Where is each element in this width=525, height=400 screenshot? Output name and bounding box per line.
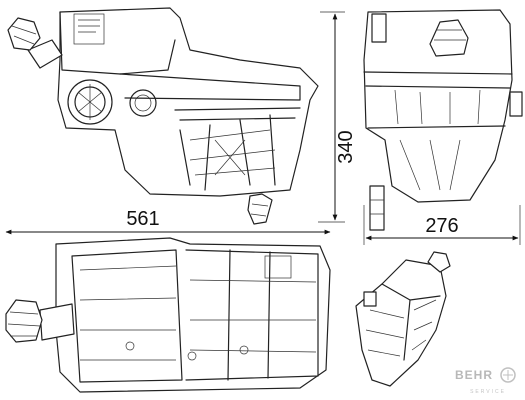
brand-sub: SERVICE: [470, 389, 506, 395]
side-view: [363, 9, 523, 231]
dimension-depth: 276: [363, 205, 521, 245]
brand-logo: BEHR SERVICE: [455, 367, 516, 395]
front-view: [7, 7, 319, 225]
depth-label: 276: [425, 215, 458, 237]
iso-view: [355, 251, 451, 387]
dimension-height: 340: [318, 11, 357, 223]
height-label: 340: [335, 130, 357, 163]
brand-name: BEHR: [455, 368, 493, 382]
dimension-length: 561: [5, 208, 331, 235]
length-label: 561: [126, 208, 159, 230]
top-view: [5, 237, 331, 393]
